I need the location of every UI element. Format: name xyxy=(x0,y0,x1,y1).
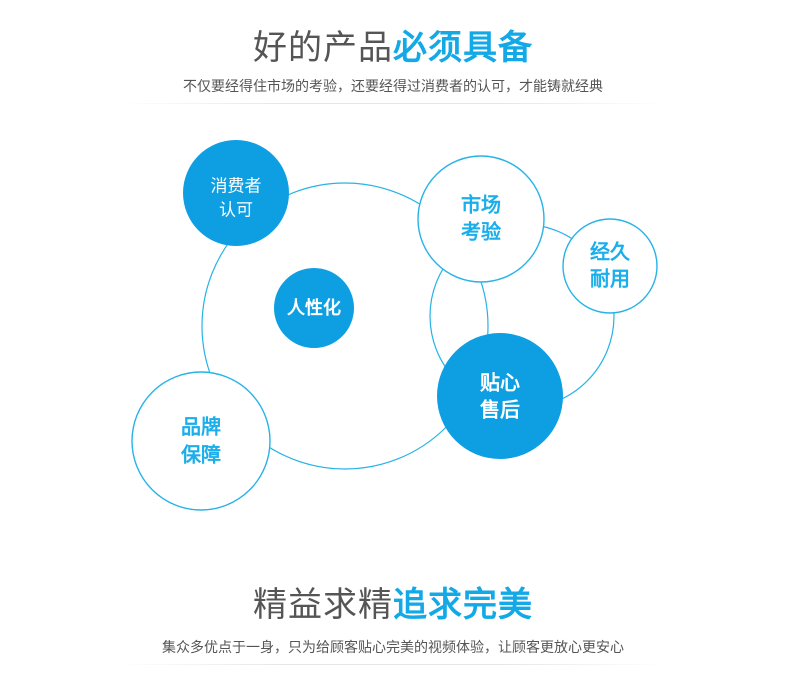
node-durable-line1: 经久 xyxy=(590,239,631,263)
section-bottom-subtitle: 集众多优点于一身，只为给顾客贴心完美的视频体验，让顾客更放心更安心 xyxy=(162,639,624,655)
node-market-test-line2: 考验 xyxy=(461,219,501,243)
section-top-divider xyxy=(120,103,666,104)
section-top-subtitle: 不仅要经得住市场的考验，还要经得过消费者的认可，才能铸就经典 xyxy=(183,78,603,94)
node-consumer-approval-line1: 消费者 xyxy=(211,176,262,195)
node-market-test: 市场 考验 xyxy=(417,155,545,283)
section-top-title-plain: 好的产品 xyxy=(253,29,393,67)
node-brand-guarantee: 品牌 保障 xyxy=(131,371,271,511)
node-after-sales-line1: 贴心 xyxy=(480,371,520,394)
node-brand-guarantee-line1: 品牌 xyxy=(181,414,221,438)
node-after-sales: 贴心 售后 xyxy=(437,333,563,459)
main-ring xyxy=(201,182,489,470)
node-consumer-approval: 消费者 认可 xyxy=(183,140,289,246)
node-after-sales-line2: 售后 xyxy=(480,397,520,421)
section-bottom-title-highlight: 追求完美 xyxy=(393,586,533,624)
section-bottom-title: 精益求精追求完美 xyxy=(0,585,786,625)
section-bottom-divider xyxy=(120,664,666,665)
node-humanized: 人性化 xyxy=(274,268,354,348)
node-market-test-line1: 市场 xyxy=(461,192,501,216)
node-durable-line2: 耐用 xyxy=(590,267,630,290)
node-brand-guarantee-line2: 保障 xyxy=(180,442,221,466)
section-top-title: 好的产品必须具备 xyxy=(0,28,786,68)
node-durable: 经久 耐用 xyxy=(562,218,658,314)
node-consumer-approval-line2: 认可 xyxy=(219,200,253,219)
section-bottom-title-plain: 精益求精 xyxy=(253,586,393,624)
section-top-title-highlight: 必须具备 xyxy=(393,29,533,67)
node-humanized-label: 人性化 xyxy=(287,297,341,318)
